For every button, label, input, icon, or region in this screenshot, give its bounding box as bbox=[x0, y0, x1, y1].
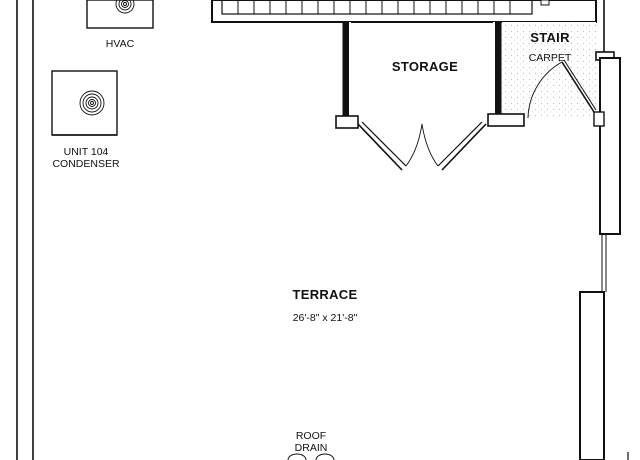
fan-unit-icon bbox=[115, 0, 135, 14]
drain-icon bbox=[287, 453, 335, 460]
roof-drain-label: ROOF DRAIN bbox=[286, 430, 336, 454]
stair-carpet-area bbox=[502, 22, 596, 118]
upper-building-wall bbox=[211, 0, 597, 23]
railing-balusters bbox=[237, 0, 511, 14]
condenser-label-line2: CONDENSER bbox=[52, 158, 120, 171]
hvac-label: HVAC bbox=[105, 38, 135, 50]
condenser-label-line1: UNIT 104 bbox=[63, 146, 109, 158]
hvac-unit bbox=[86, 0, 154, 29]
fan-unit-icon bbox=[79, 90, 105, 116]
terrace-dimension-separator: x bbox=[319, 312, 331, 324]
storage-double-door bbox=[357, 121, 487, 171]
stair-finish: CARPET bbox=[528, 52, 572, 64]
roof-drain-label-line2: DRAIN bbox=[294, 442, 328, 455]
terrace-dimensions: 26'-8" x 21'-8" bbox=[260, 312, 390, 324]
storage-walls bbox=[335, 22, 525, 129]
right-wall bbox=[579, 51, 621, 460]
stair-room-name: STAIR bbox=[530, 30, 570, 45]
storage-room-name: STORAGE bbox=[391, 59, 459, 74]
terrace-width: 26'-8" bbox=[292, 312, 320, 324]
stair-door bbox=[527, 59, 597, 119]
exterior-walls bbox=[16, 0, 629, 460]
condenser-label: UNIT 104 CONDENSER bbox=[38, 146, 134, 170]
terrace-depth: 21'-8" bbox=[330, 312, 358, 324]
condenser-unit bbox=[51, 70, 118, 136]
roof-drain-label-line1: ROOF bbox=[295, 430, 327, 442]
terrace-room-name: TERRACE bbox=[292, 287, 358, 302]
